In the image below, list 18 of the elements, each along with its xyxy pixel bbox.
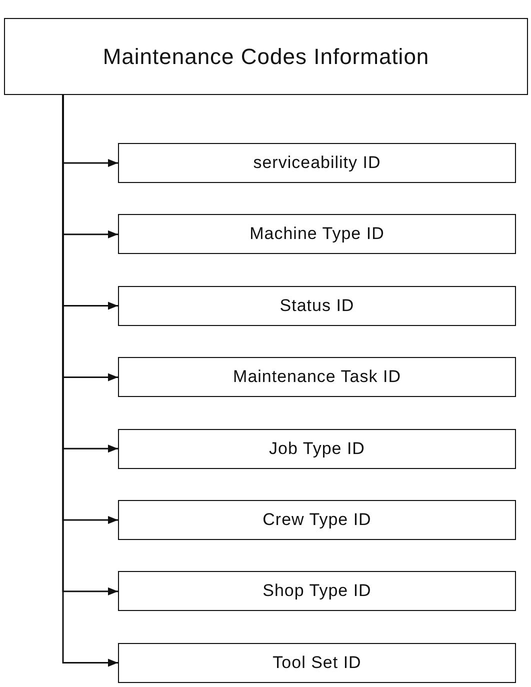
box-label: Status ID xyxy=(280,296,354,316)
field-box xyxy=(118,286,516,326)
field-box xyxy=(118,214,516,254)
field-box xyxy=(118,357,516,398)
box-label: Tool Set ID xyxy=(272,652,362,673)
field-box xyxy=(118,571,516,612)
box-label: Machine Type ID xyxy=(250,224,384,244)
box-label: Maintenance Codes Information xyxy=(102,44,430,70)
box-label: Maintenance Task ID xyxy=(233,367,401,388)
field-box xyxy=(118,428,516,469)
box-label: Shop Type ID xyxy=(262,581,372,602)
parent-box xyxy=(4,18,528,95)
field-box xyxy=(118,143,516,183)
box-label: Crew Type ID xyxy=(262,510,372,530)
box-label: Job Type ID xyxy=(269,438,365,459)
box-label: serviceability ID xyxy=(253,153,381,173)
field-box xyxy=(118,500,516,540)
field-box xyxy=(118,642,516,683)
